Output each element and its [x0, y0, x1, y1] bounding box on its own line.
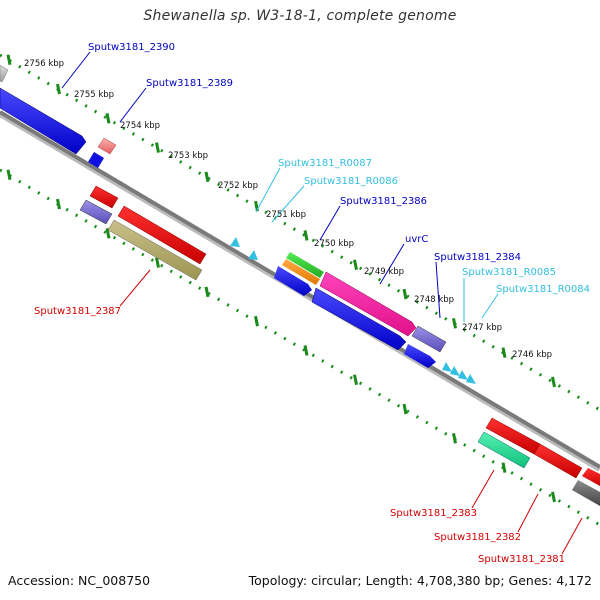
gene-block-R0087 [230, 237, 240, 247]
tick-label: 2754 kbp [120, 121, 160, 131]
gene-block-R0084a [450, 366, 460, 376]
gene-label-R0085: Sputw3181_R0085 [462, 267, 556, 278]
major-tick [254, 315, 259, 327]
scale-track-lower [0, 168, 600, 527]
gene-block-2384 [411, 325, 447, 353]
major-tick [303, 230, 309, 241]
gene-block-R0086 [248, 250, 258, 260]
gene-block-2386 [319, 271, 417, 337]
tick-label: 2753 kbp [168, 151, 208, 161]
leader-lines [61, 51, 583, 555]
gene-label-2383: Sputw3181_2383 [390, 508, 477, 519]
major-tick [6, 54, 12, 66]
major-tick [204, 171, 210, 183]
gene-label-R0086: Sputw3181_R0086 [304, 176, 398, 187]
accession-text: Accession: NC_008750 [8, 573, 151, 588]
major-tick [353, 259, 358, 271]
gene-block-green [286, 252, 324, 278]
major-tick [155, 142, 160, 153]
gene-block-uvrC-small [274, 266, 312, 296]
gene-block-2381 [572, 480, 600, 506]
gene-block-uvrC [311, 287, 407, 351]
major-tick [56, 198, 61, 210]
gene-block-light [0, 64, 9, 83]
gene-label-2384: Sputw3181_2384 [434, 252, 521, 263]
gene-block-2381-red [582, 468, 600, 486]
gene-block-purple-a [79, 199, 113, 225]
gene-block-orange [282, 259, 320, 285]
gene-label-2386: Sputw3181_2386 [340, 196, 427, 207]
tick-label: 2746 kbp [512, 350, 552, 360]
gene-block-2389 [97, 137, 117, 155]
major-tick [56, 83, 61, 95]
gene-block-2390-arrow [88, 152, 104, 168]
gene-block-R0084b [458, 370, 468, 380]
tick-label: 2755 kbp [74, 90, 114, 100]
gene-labels: Sputw3181_2390 Sputw3181_2389 Sputw3181_… [34, 42, 590, 565]
major-tick [551, 376, 556, 388]
gene-block-2384b [404, 344, 436, 368]
tick-label: 2751 kbp [266, 210, 306, 220]
tick-label: 2747 kbp [462, 323, 502, 333]
gene-label-R0084: Sputw3181_R0084 [496, 284, 590, 295]
major-tick [105, 113, 111, 124]
gene-block-R0084c [466, 374, 476, 384]
gene-label-2389: Sputw3181_2389 [146, 78, 233, 89]
major-tick [452, 433, 457, 444]
tick-label: 2748 kbp [414, 295, 454, 305]
major-tick [452, 318, 457, 329]
tick-label: 2752 kbp [218, 181, 258, 191]
gene-block-red-b [117, 205, 207, 265]
tick-label: 2749 kbp [364, 267, 404, 277]
major-tick [303, 345, 309, 356]
scale-track-upper [0, 53, 600, 412]
gene-block-2387 [107, 219, 203, 281]
major-tick [402, 288, 408, 300]
gene-block-2383 [477, 431, 531, 469]
major-tick [105, 228, 111, 239]
tick-marks [6, 54, 556, 503]
major-tick [551, 491, 556, 503]
major-tick [204, 286, 210, 298]
major-tick [501, 347, 507, 358]
major-tick [353, 374, 358, 386]
tick-label: 2756 kbp [24, 59, 64, 69]
gene-label-R0087: Sputw3181_R0087 [278, 158, 372, 169]
gene-label-2387: Sputw3181_2387 [34, 306, 121, 317]
tick-labels: 2756 kbp 2755 kbp 2754 kbp 2753 kbp 2752… [24, 59, 552, 360]
gene-blocks-upper [0, 64, 476, 384]
major-tick [155, 257, 160, 268]
gene-label-uvrC: uvrC [405, 234, 428, 245]
gene-blocks-lower [79, 185, 600, 506]
topology-text: Topology: circular; Length: 4,708,380 bp… [248, 573, 592, 588]
tick-label: 2750 kbp [314, 239, 354, 249]
gene-block-2390 [0, 87, 87, 155]
major-tick [501, 462, 507, 473]
major-tick [402, 403, 408, 415]
gene-block-2382 [533, 443, 583, 479]
gene-block-R0085 [442, 362, 452, 372]
major-tick [6, 169, 12, 181]
map-title: Shewanella sp. W3-18-1, complete genome [143, 8, 457, 24]
gene-label-2381: Sputw3181_2381 [478, 554, 565, 565]
gene-block-red-a [89, 185, 119, 209]
gene-label-2382: Sputw3181_2382 [434, 532, 521, 543]
gene-label-2390: Sputw3181_2390 [88, 42, 175, 53]
